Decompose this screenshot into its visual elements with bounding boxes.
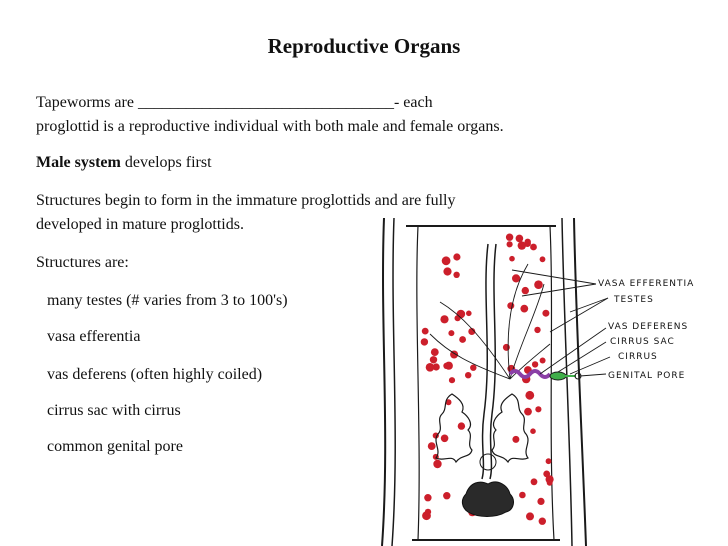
label-vasa-efferentia: VASA EFFERENTIA [598,279,694,289]
testis-dot [530,428,536,434]
testis-dot [448,377,456,384]
list-item: vas deferens (often highly coiled) [47,366,263,383]
structures-line-2: developed in mature proglottids. [36,216,244,233]
testis-dot [420,338,429,346]
testis-dot [521,286,529,295]
testis-dot [421,327,429,335]
testis-dot [537,497,545,505]
testis-dot [441,256,451,266]
testis-dot [546,479,553,486]
testis-dot [443,362,450,369]
testis-dot [470,364,477,371]
testis-dot [429,356,438,364]
outer-wall-right [573,217,587,546]
testis-dot [525,390,535,400]
cirrus-sac [549,371,567,381]
structures-are-heading: Structures are: [36,254,129,271]
uterus-tube [481,243,489,480]
structures-line-1: Structures begin to form in the immature… [36,192,456,209]
testis-dot [433,459,442,469]
inner-wall-left [391,217,396,546]
vitelline-gland [461,481,514,517]
testis-dot [534,280,543,289]
testis-dot [453,271,460,278]
label-leaders [511,269,611,377]
testis-dot [543,470,551,478]
testis-dot [443,267,452,276]
testis-dot [515,234,524,243]
male-system-rest: develops first [120,154,212,171]
male-system-line: Male system develops first [36,152,212,174]
shell-gland [479,453,497,471]
testis-dot [520,304,529,313]
label-cirrus: CIRRUS [618,352,658,362]
testis-dot [545,458,552,465]
testis-dot [542,309,550,317]
list-item: common genital pore [47,438,183,455]
proglottid-diagram: VASA EFFERENTIA TESTES VAS DEFERENS CIRR… [381,217,694,546]
testis-dot [432,363,440,371]
list-item: cirrus sac with cirrus [47,402,181,419]
testis-dot [440,315,449,324]
testes [420,233,554,525]
testis-dot [507,302,515,310]
testis-dot [440,434,449,443]
testis-dot [425,363,435,372]
inner-wall-right [561,217,573,546]
testis-dot [459,336,466,343]
list-item: many testes (# varies from 3 to 100's) [47,292,288,309]
testis-dot [424,508,432,516]
testis-dot [530,478,538,486]
excretory-canal-right [549,225,555,541]
label-genital-pore: GENITAL PORE [608,371,685,381]
vas-deferens [508,369,552,379]
vasa-efferentia [429,263,551,380]
label-cirrus-sac: CIRRUS SAC [610,337,675,347]
testis-dot [534,326,541,334]
testis-dot [448,330,455,337]
testis-dot [443,492,451,500]
testis-dot [430,348,439,356]
testis-dot [453,253,461,261]
testis-dot [535,406,542,413]
testis-dot [517,241,526,250]
label-vas-deferens: VAS DEFERENS [608,322,688,332]
testis-dot [524,407,532,416]
testis-dot [465,372,472,379]
label-testes: TESTES [613,295,654,305]
testis-dot [457,422,466,430]
testis-dot [530,243,537,251]
testis-dot [424,494,432,502]
slide-title: Reproductive Organs [267,34,461,58]
ovary [435,393,529,464]
uterus-tube-wall [489,243,497,480]
testis-dot [509,255,515,262]
testis-dot [502,343,510,351]
male-system-term: Male system [36,154,121,171]
testis-dot [539,357,546,364]
testis-dot [445,399,452,406]
outer-wall-left [381,217,387,546]
testis-dot [539,256,546,263]
excretory-canal-left [416,225,420,541]
testis-dot [531,361,539,368]
testis-dot [512,274,521,283]
testis-dot [468,328,476,335]
testis-dot [505,233,514,241]
testis-dot [506,241,513,248]
testis-dot [456,309,466,319]
intro-line-1: Tapeworms are __________________________… [36,94,433,111]
testis-dot [538,517,546,525]
intro-line-2: proglottid is a reproductive individual … [36,118,504,135]
testis-dot [466,310,472,317]
testis-dot [526,512,534,521]
testis-dot [519,491,526,499]
list-item: vasa efferentia [47,328,141,345]
testis-dot [427,442,436,450]
testis-dot [512,435,520,443]
